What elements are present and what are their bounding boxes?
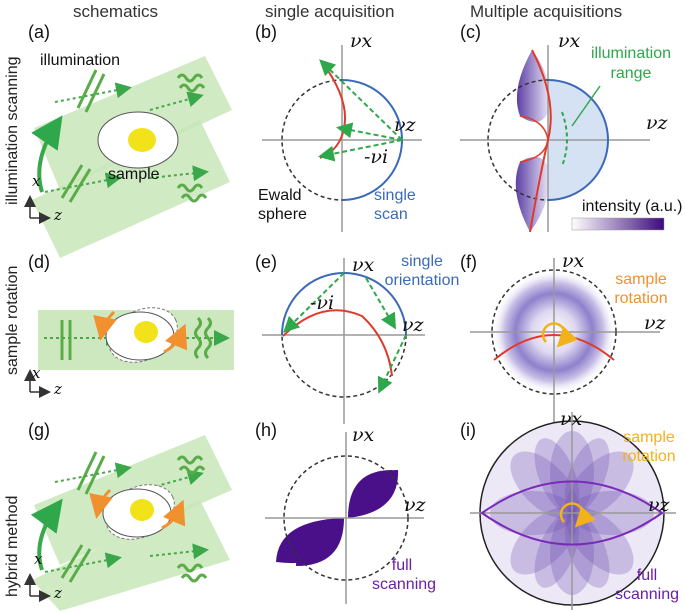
panel-label-d: (d)	[28, 252, 50, 272]
single-scan-label: single scan	[374, 187, 416, 223]
single-orientation-label: single orientation	[384, 253, 460, 289]
illumination-range-label: illumination range	[590, 45, 672, 82]
panel-h-plot	[265, 432, 424, 604]
axis-vz-c: νz	[646, 112, 668, 134]
axis-vz-f: νz	[644, 312, 666, 334]
scan-arrow	[31, 115, 63, 193]
ewald-sphere-label: Ewald sphere	[258, 187, 307, 223]
panel-label-g: (g)	[28, 420, 50, 440]
axis-vx-b: νx	[350, 30, 373, 52]
axis-vz-e: νz	[402, 314, 424, 336]
panel-label-e: (e)	[255, 252, 277, 272]
sample-rotation-label-i: sample rotation	[622, 429, 676, 465]
panel-e-plot	[262, 258, 425, 424]
sample-label: sample	[108, 166, 160, 183]
panel-i-plot	[470, 412, 676, 610]
panel-label-b: (b)	[255, 22, 277, 42]
header-schematics: schematics	[73, 2, 159, 21]
axis-vx-e: νx	[352, 254, 375, 276]
minus-vi-e: -νi	[310, 292, 335, 314]
illumination-label: illumination	[40, 52, 121, 69]
panel-f-plot	[470, 258, 660, 424]
panel-label-f: (f)	[460, 252, 477, 272]
schematic-g	[24, 435, 232, 611]
axis-z-label-g: z	[54, 584, 62, 602]
axis-x-label-d: x	[32, 364, 41, 382]
sample-nucleus	[128, 128, 156, 152]
minus-vi-b: -νi	[364, 146, 389, 168]
panel-c-plot	[460, 45, 665, 233]
axis-vx-h: νx	[352, 424, 375, 446]
axis-vx-f: νx	[562, 250, 585, 272]
full-scanning-label-i: full scanning	[614, 567, 680, 603]
intensity-label: intensity (a.u.)	[582, 198, 683, 215]
panel-b-plot	[262, 45, 422, 232]
illumination-beam-lower	[32, 120, 230, 258]
axis-z-label-a: z	[54, 206, 62, 224]
axis-vz-i: νz	[648, 494, 670, 516]
schematic-a	[24, 56, 232, 258]
axis-vx-i: νx	[560, 408, 583, 430]
axis-vx-c: νx	[558, 30, 581, 52]
ewald-red-arc-e	[282, 309, 393, 377]
panel-label-a: (a)	[28, 22, 50, 42]
axis-x-label-a: x	[32, 172, 41, 190]
axis-x-label-g: x	[34, 550, 43, 568]
axis-vz-b: νz	[394, 114, 416, 136]
full-scanning-outline	[480, 480, 664, 546]
full-scanning-label-h: full scanning	[372, 557, 437, 593]
header-single-acquisition: single acquisition	[265, 2, 395, 21]
intensity-colorbar	[571, 217, 665, 231]
schematic-d	[24, 307, 234, 398]
panel-label-h: (h)	[255, 420, 277, 440]
header-multiple-acquisitions: Multiple acquisitions	[470, 2, 623, 21]
panel-label-i: (i)	[460, 420, 476, 440]
panel-label-c: (c)	[460, 22, 481, 42]
sample-rotation-label-f: sample rotation	[614, 271, 668, 307]
axis-z-label-d: z	[54, 380, 62, 398]
axis-vz-h: νz	[404, 494, 426, 516]
